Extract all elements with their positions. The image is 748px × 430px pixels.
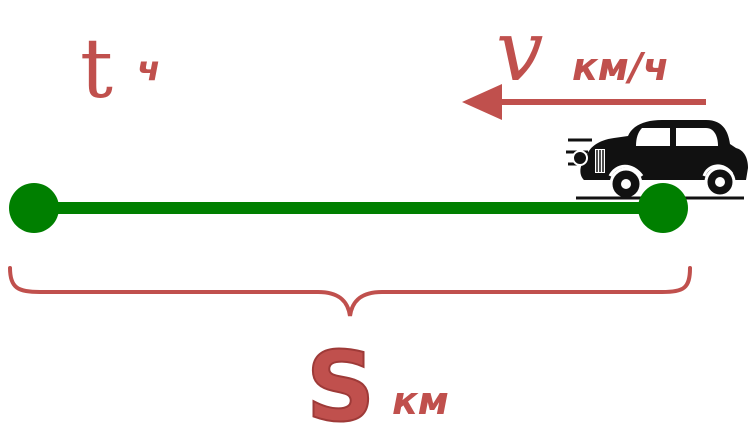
road-segment xyxy=(9,183,688,233)
time-symbol: t xyxy=(80,22,113,117)
vintage-car-icon xyxy=(566,120,748,201)
speed-unit: км/ч xyxy=(572,45,669,89)
left-arrow-icon xyxy=(462,84,706,120)
start-point xyxy=(9,183,59,233)
distance-brace xyxy=(8,266,692,317)
time-unit: ч xyxy=(137,49,160,89)
speed-symbol: v xyxy=(496,2,543,100)
distance-unit: км xyxy=(392,379,449,423)
distance-symbol: S xyxy=(306,331,375,430)
end-point xyxy=(638,183,688,233)
